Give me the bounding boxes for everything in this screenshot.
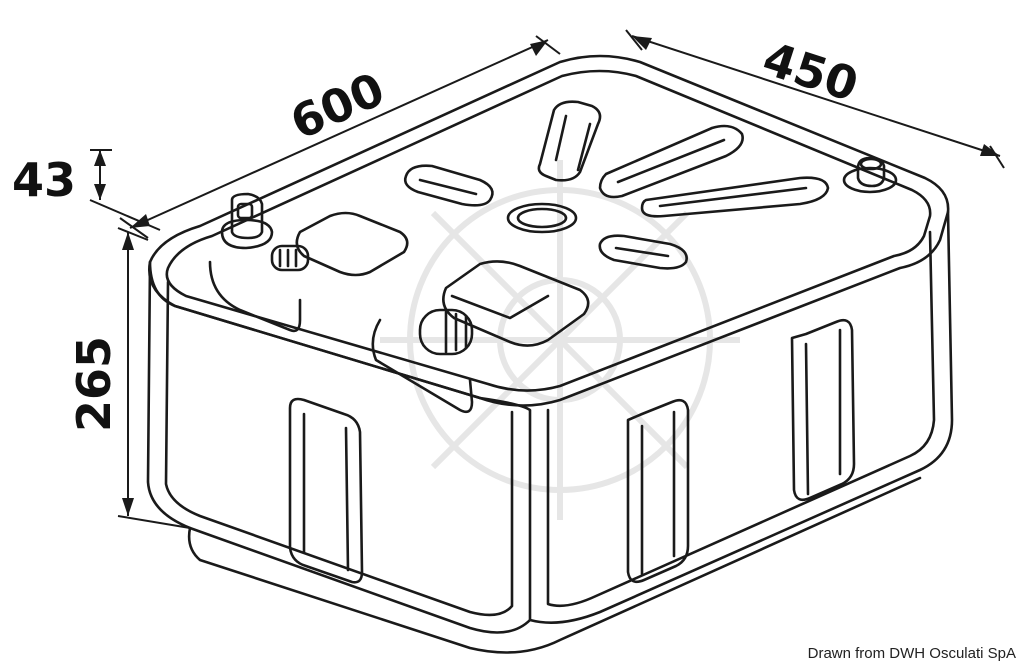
hose-connector-icon bbox=[208, 211, 409, 333]
height-label: 265 bbox=[67, 336, 121, 432]
length-label: 600 bbox=[283, 62, 393, 150]
left-face-handle-1 bbox=[288, 397, 364, 584]
length-dimension-line bbox=[129, 39, 549, 229]
top-slot-vertical bbox=[537, 100, 602, 182]
top-slot-diagonal-1 bbox=[598, 124, 744, 199]
width-label: 450 bbox=[757, 31, 865, 112]
filler-cap-icon bbox=[371, 260, 590, 414]
vent-fitting-icon bbox=[220, 192, 274, 250]
top-slot-left bbox=[403, 164, 494, 207]
dimension-arrowheads bbox=[94, 36, 1000, 516]
image-credit: Drawn from DWH Osculati SpA bbox=[808, 645, 1016, 662]
width-dimension-line bbox=[631, 35, 1001, 157]
right-vent-fitting-icon bbox=[842, 156, 898, 194]
fitting-height-label: 43 bbox=[12, 153, 76, 207]
center-inspection-plate bbox=[506, 202, 578, 234]
tank-front-right-face bbox=[528, 210, 954, 624]
right-face-handle-1 bbox=[626, 398, 690, 584]
right-face-handle-2 bbox=[790, 318, 856, 502]
tank-body bbox=[146, 54, 954, 654]
top-slot-right bbox=[598, 234, 688, 270]
top-slot-diagonal-2 bbox=[640, 176, 830, 218]
